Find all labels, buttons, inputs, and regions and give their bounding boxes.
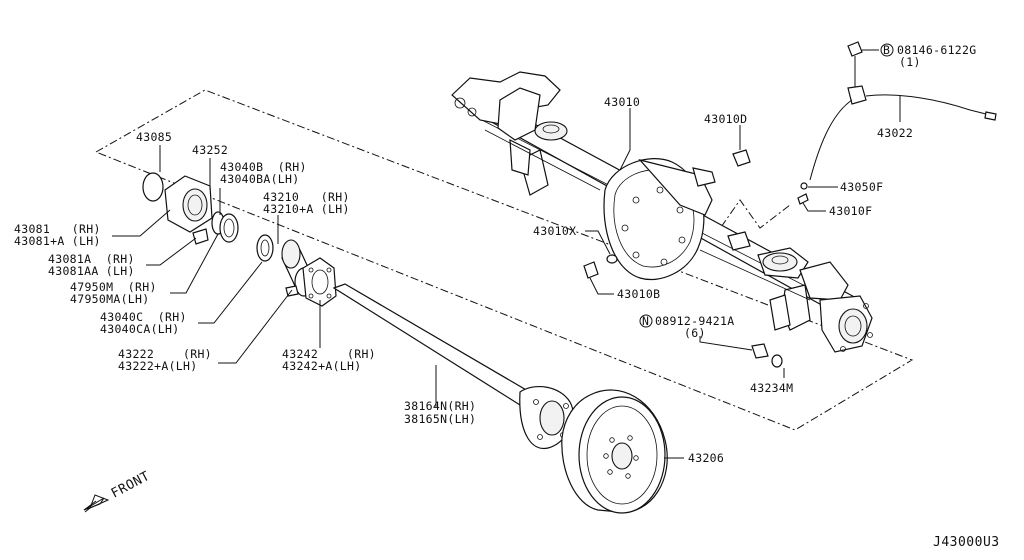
label-08146: 08146-6122G <box>897 43 976 57</box>
label-43040ba: 43040BA(LH) <box>220 172 299 186</box>
collar-43040c <box>256 234 274 262</box>
o-ring-43085 <box>142 172 164 202</box>
bolt-43081a <box>192 228 209 245</box>
clip-43010f <box>797 193 809 205</box>
bracket-callout-line <box>711 199 791 241</box>
label-08146-prefix: B <box>883 43 890 57</box>
label-47950ma: 47950MA(LH) <box>70 292 149 306</box>
label-43242: 43242 (RH) <box>282 347 376 361</box>
bearing-retainer-43081 <box>164 175 213 233</box>
label-43010b: 43010B <box>617 287 660 301</box>
label-43206: 43206 <box>688 451 724 465</box>
label-43050f: 43050F <box>840 180 883 194</box>
assembly-boundary <box>95 89 914 431</box>
bolt-43010b <box>583 261 599 279</box>
front-direction-arrow <box>83 494 110 513</box>
brake-hose-43022 <box>809 41 997 181</box>
bearing-43040b <box>219 213 239 243</box>
nut-08912 <box>751 343 769 359</box>
label-43040c: 43040C (RH) <box>100 310 187 324</box>
label-43222a: 43222+A(LH) <box>118 359 197 373</box>
prefix-circle-b <box>880 43 894 57</box>
label-38164n: 38164N(RH) <box>404 399 476 413</box>
grommet-43050f <box>800 182 808 190</box>
label-43010f: 43010F <box>829 204 872 218</box>
label-43210a: 43210+A (LH) <box>263 202 350 216</box>
label-38165n: 38165N(LH) <box>404 412 476 426</box>
axle-housing <box>451 71 873 353</box>
label-08912-qty: (6) <box>684 326 706 340</box>
label-08146-qty: (1) <box>899 55 921 69</box>
label-08912-prefix: N <box>642 314 649 328</box>
label-43010d: 43010D <box>704 112 747 126</box>
gasket-plate-43242 <box>302 257 337 307</box>
plug-43010x <box>606 254 618 264</box>
label-08912: 08912-9421A <box>655 314 734 328</box>
label-43085: 43085 <box>136 130 172 144</box>
diagram-code: J43000U3 <box>933 535 1000 550</box>
front-label: FRONT <box>109 469 153 502</box>
bolt-43222 <box>285 285 299 297</box>
label-43222: 43222 (RH) <box>118 347 212 361</box>
label-43081aa: 43081AA (LH) <box>48 264 135 278</box>
label-43210: 43210 (RH) <box>263 190 350 204</box>
label-43040ca: 43040CA(LH) <box>100 322 179 336</box>
axle-shaft-38164n <box>332 283 574 450</box>
label-43040b: 43040B (RH) <box>220 160 307 174</box>
brake-drum-43206 <box>561 389 668 514</box>
label-47950m: 47950M (RH) <box>70 280 157 294</box>
label-43022: 43022 <box>877 126 913 140</box>
label-43010: 43010 <box>604 95 640 109</box>
label-43081a-lh: 43081+A (LH) <box>14 234 101 248</box>
label-43010x: 43010X <box>533 224 576 238</box>
label-43081a: 43081A (RH) <box>48 252 135 266</box>
plug-43010d <box>732 149 751 167</box>
prefix-circle-n <box>639 314 653 328</box>
washer-43234m <box>771 354 783 368</box>
label-43252: 43252 <box>192 143 228 157</box>
label-43234m: 43234M <box>750 381 793 395</box>
leader-lines <box>112 49 901 459</box>
label-43081: 43081 (RH) <box>14 222 101 236</box>
label-43242a: 43242+A(LH) <box>282 359 361 373</box>
